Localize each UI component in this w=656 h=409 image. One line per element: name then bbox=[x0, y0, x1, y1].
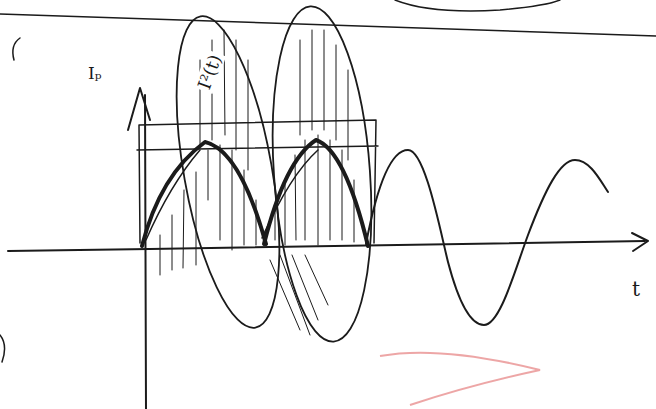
time-axis bbox=[8, 241, 645, 251]
margin-mark bbox=[0, 335, 5, 362]
axis-label: Iₚ bbox=[86, 64, 104, 83]
value-axis bbox=[145, 95, 146, 409]
sine-wave bbox=[366, 150, 608, 325]
squared-lobe bbox=[262, 3, 381, 345]
hatching bbox=[160, 30, 354, 335]
red-scribble bbox=[380, 353, 540, 405]
lobe-label: I²(t) bbox=[194, 50, 226, 94]
rectified-arch bbox=[142, 142, 266, 246]
top-curve bbox=[395, 0, 560, 11]
axis-arrow bbox=[128, 88, 150, 130]
margin-mark bbox=[13, 38, 20, 60]
axis-arrow bbox=[632, 233, 648, 251]
rectified-arch bbox=[146, 150, 318, 240]
axis-label: t bbox=[630, 278, 642, 300]
squared-lobe bbox=[157, 9, 299, 335]
